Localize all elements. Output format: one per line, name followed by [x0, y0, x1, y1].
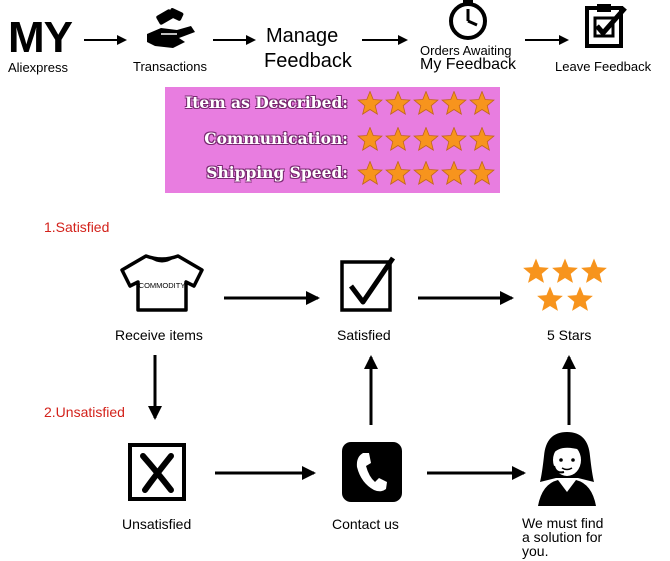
solution-label-3: you. — [522, 543, 549, 559]
phone-icon — [342, 442, 402, 502]
stars-icon — [357, 161, 495, 185]
support-agent-icon — [538, 432, 596, 506]
manage-feedback-label-2: Feedback — [264, 50, 352, 72]
star-icon — [385, 127, 411, 151]
star-icon — [357, 91, 383, 115]
leave-feedback-label: Leave Feedback — [555, 59, 652, 74]
star-icon — [469, 161, 495, 185]
transactions-label: Transactions — [133, 59, 207, 74]
my-logo: MY — [8, 13, 73, 62]
unsatisfied-section-title: 2.Unsatisfied — [44, 404, 125, 420]
star-icon — [441, 127, 467, 151]
stars-icon — [357, 91, 495, 115]
x-box-icon — [128, 443, 186, 501]
unsatisfied-label: Unsatisfied — [122, 516, 192, 532]
star-icon — [537, 286, 563, 311]
five-stars-label: 5 Stars — [547, 327, 592, 343]
star-icon — [385, 91, 411, 115]
clock-icon — [449, 0, 487, 40]
contact-us-label: Contact us — [332, 516, 399, 532]
stars-icon — [357, 127, 495, 151]
star-icon — [413, 161, 439, 185]
stars-icon — [523, 258, 607, 311]
star-icon — [581, 258, 607, 283]
aliexpress-label: Aliexpress — [8, 60, 68, 75]
star-icon — [552, 258, 578, 283]
solution-label-2: a solution for — [522, 529, 603, 545]
receive-items-label: Receive items — [115, 327, 203, 343]
satisfied-label: Satisfied — [337, 327, 391, 343]
rating-label: Communication: — [204, 129, 348, 148]
orders-awaiting-label-1: Orders Awaiting — [420, 43, 512, 58]
star-icon — [441, 161, 467, 185]
rating-row-communication: Communication: — [165, 125, 500, 155]
star-icon — [523, 258, 549, 283]
star-icon — [413, 127, 439, 151]
orders-awaiting-label-2: My Feedback — [420, 56, 517, 73]
commodity-text: COMMODITY — [139, 281, 186, 290]
star-icon — [469, 127, 495, 151]
manage-feedback-label-1: Manage — [266, 25, 339, 47]
star-icon — [441, 91, 467, 115]
solution-label-1: We must find — [522, 515, 604, 531]
star-icon — [413, 91, 439, 115]
satisfied-section-title: 1.Satisfied — [44, 219, 110, 235]
checkbox-icon — [340, 256, 396, 312]
rating-label: Shipping Speed: — [206, 163, 348, 182]
star-icon — [357, 127, 383, 151]
clipboard-check-icon — [585, 4, 627, 48]
rating-row-item-as-described: Item as Described: — [165, 89, 500, 119]
star-icon — [567, 286, 593, 311]
rating-label: Item as Described: — [184, 93, 348, 112]
shirt-icon: COMMODITY — [120, 254, 204, 312]
rating-panel: Item as Described: Communication: Shippi… — [165, 87, 500, 193]
star-icon — [357, 161, 383, 185]
rating-row-shipping-speed: Shipping Speed: — [165, 159, 500, 189]
star-icon — [385, 161, 411, 185]
star-icon — [469, 91, 495, 115]
hand-card-icon — [147, 8, 195, 48]
